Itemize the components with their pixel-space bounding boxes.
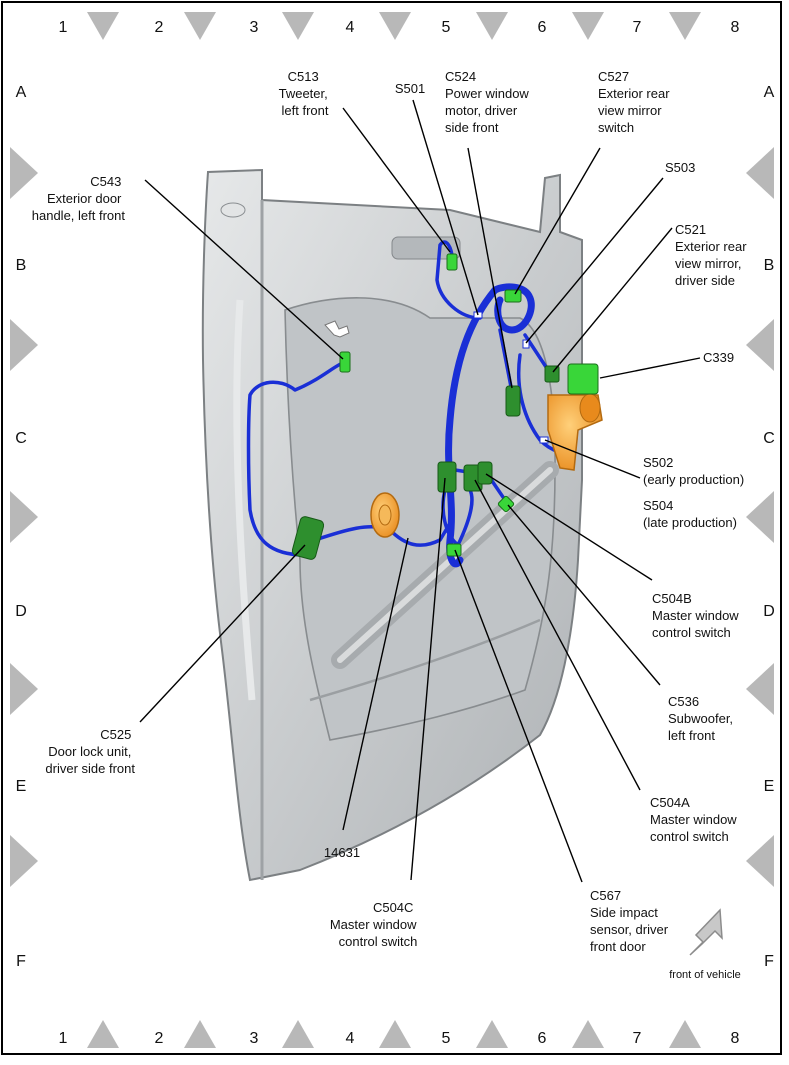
connector-c527 <box>504 289 522 303</box>
callout-c513: C513 Tweeter, left front <box>279 69 332 118</box>
callout-c504c: C504C Master window control switch <box>330 900 420 949</box>
leader-s501 <box>412 99 479 316</box>
grid-row-f: F <box>16 953 26 970</box>
grid-row-a: A <box>16 84 27 101</box>
grid-rows-left: A B C D E F <box>15 84 27 970</box>
leader-c504c <box>410 477 446 881</box>
leader-c527 <box>514 147 601 295</box>
connector-c513 <box>446 253 458 271</box>
leader-14631 <box>342 537 409 831</box>
callout-c536: C536 Subwoofer, left front <box>668 694 737 743</box>
grid-row-a: A <box>764 84 775 101</box>
grid-row-b: B <box>16 257 27 274</box>
orientation-indicator: front of vehicle <box>669 908 741 981</box>
grid-col-1: 1 <box>59 19 68 36</box>
leader-lines <box>139 99 701 883</box>
front-of-vehicle-arrow-icon <box>689 908 723 956</box>
connector-c543 <box>339 351 351 373</box>
grid-row-f: F <box>764 953 774 970</box>
grid-col-2: 2 <box>155 1030 164 1047</box>
leader-c525 <box>139 544 306 723</box>
callout-14631: 14631 <box>324 845 360 860</box>
splice-s502 <box>539 436 549 444</box>
callout-s504: S504 (late production) <box>643 498 737 530</box>
callout-c339: C339 <box>703 350 734 365</box>
grid-columns-bottom: 1 2 3 4 5 6 7 8 <box>59 1030 740 1047</box>
harness-to-c524 <box>498 328 514 394</box>
grid-col-8: 8 <box>731 1030 740 1047</box>
leader-s503 <box>525 177 664 344</box>
grid-row-d: D <box>763 603 775 620</box>
leader-c524 <box>467 147 513 389</box>
grid-columns-top: 1 2 3 4 5 6 7 8 <box>59 19 740 36</box>
callout-s501: S501 <box>395 81 425 96</box>
grid-row-d: D <box>15 603 27 620</box>
leader-c543 <box>144 179 344 360</box>
grid-col-6: 6 <box>538 19 547 36</box>
connector-c567 <box>446 543 462 557</box>
grid-row-c: C <box>763 430 775 447</box>
callout-c521: C521 Exterior rear view mirror, driver s… <box>675 222 750 288</box>
grid-col-3: 3 <box>250 19 259 36</box>
grid-markers <box>10 12 774 1048</box>
connector-c504c <box>437 461 457 493</box>
connector-c504b <box>477 461 493 485</box>
grid-row-c: C <box>15 430 27 447</box>
connector-c524 <box>505 385 521 417</box>
grid-col-3: 3 <box>250 1030 259 1047</box>
grid-col-8: 8 <box>731 19 740 36</box>
leader-c504b <box>485 473 653 581</box>
grid-col-7: 7 <box>633 1030 642 1047</box>
callout-s502: S502 (early production) <box>643 455 744 487</box>
grid-col-5: 5 <box>442 19 451 36</box>
harness-to-handle <box>246 360 347 557</box>
connector-c521 <box>544 365 560 383</box>
callout-s503: S503 <box>665 160 695 175</box>
grid-col-6: 6 <box>538 1030 547 1047</box>
grid-row-b: B <box>764 257 775 274</box>
leader-c567 <box>454 549 583 883</box>
leader-c504a <box>474 479 641 791</box>
grid-col-7: 7 <box>633 19 642 36</box>
leader-c521 <box>552 227 673 373</box>
grid-row-e: E <box>764 778 775 795</box>
grid-col-1: 1 <box>59 1030 68 1047</box>
callout-c504a: C504A Master window control switch <box>650 795 740 844</box>
callout-c543: C543 Exterior door handle, left front <box>32 174 126 223</box>
front-of-vehicle-label: front of vehicle <box>669 969 741 981</box>
speaker-component <box>370 492 400 538</box>
callout-labels: C513 Tweeter, left front S501 C524 Power… <box>32 69 750 954</box>
callout-c504b: C504B Master window control switch <box>652 591 742 640</box>
splice-s503 <box>522 339 530 349</box>
components <box>291 253 603 560</box>
connector-c339 <box>567 363 599 395</box>
leader-c339 <box>599 357 701 379</box>
callout-c525: C525 Door lock unit, driver side front <box>45 727 135 776</box>
callout-c527: C527 Exterior rear view mirror switch <box>598 69 673 135</box>
connector-c525 <box>291 516 325 560</box>
grid-col-5: 5 <box>442 1030 451 1047</box>
harness-to-tweeter <box>435 240 482 320</box>
callout-c524: C524 Power window motor, driver side fro… <box>445 69 532 135</box>
grid-row-e: E <box>16 778 27 795</box>
leader-c513 <box>342 107 451 253</box>
leader-s502 <box>544 439 641 479</box>
leader-c536 <box>507 504 661 686</box>
grid-col-2: 2 <box>155 19 164 36</box>
callout-c567: C567 Side impact sensor, driver front do… <box>590 888 672 954</box>
grid-col-4: 4 <box>346 1030 355 1047</box>
grid-rows-right: A B C D E F <box>763 84 775 970</box>
grid-col-4: 4 <box>346 19 355 36</box>
